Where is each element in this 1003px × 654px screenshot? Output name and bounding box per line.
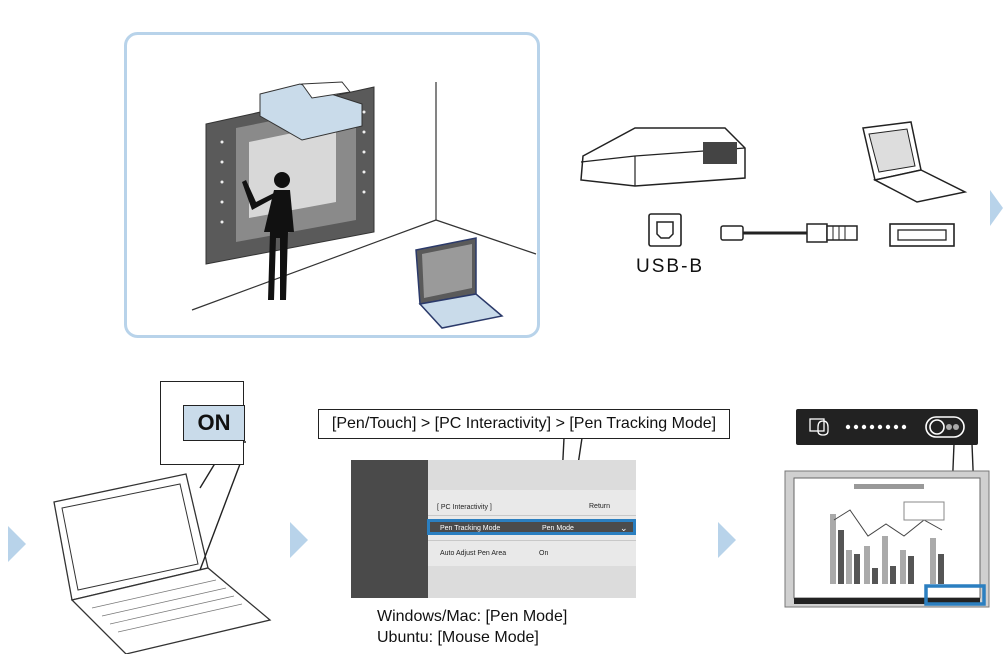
mode-notes: Windows/Mac: [Pen Mode] Ubuntu: [Mouse M… xyxy=(377,606,567,648)
projector-icon xyxy=(580,127,746,187)
menu-path-label: [Pen/Touch] > [PC Interactivity] > [Pen … xyxy=(318,409,730,439)
auto-adjust-pen-area-value: On xyxy=(539,550,549,557)
osd-sidebar xyxy=(351,460,428,598)
laptop-icon xyxy=(415,237,504,329)
dots-indicator xyxy=(845,424,907,430)
ubuntu-mode: Ubuntu: [Mouse Mode] xyxy=(377,629,539,646)
usb-cable-icon xyxy=(720,223,858,243)
chart-bars xyxy=(830,514,944,584)
power-on-badge: ON xyxy=(183,405,245,441)
ceiling-projector-icon xyxy=(259,81,363,141)
laptop-icon xyxy=(862,121,968,203)
toggle-icon xyxy=(925,416,965,438)
arrow-right-icon xyxy=(290,522,308,558)
chevron-down-icon: ⌄ xyxy=(620,523,628,533)
connection-diagram xyxy=(580,121,968,247)
pen-tracking-mode-row[interactable]: Pen Tracking Mode Pen Mode ⌄ xyxy=(427,519,636,535)
arrow-right-icon xyxy=(990,190,1003,226)
windows-mac-mode: Windows/Mac: [Pen Mode] xyxy=(377,608,568,625)
usb-a-port-icon xyxy=(889,223,955,247)
scene-panel xyxy=(124,32,540,338)
pen-tracking-mode-value: Pen Mode xyxy=(542,525,574,532)
presenter-silhouette xyxy=(242,172,294,300)
osd-header-bar xyxy=(428,460,636,490)
auto-adjust-pen-area-label[interactable]: Auto Adjust Pen Area xyxy=(440,550,507,557)
arrow-right-icon xyxy=(718,522,736,558)
usb-b-port-icon xyxy=(648,213,682,247)
osd-section-title: [ PC Interactivity ] xyxy=(437,504,492,511)
projected-screen-illustration xyxy=(784,470,990,608)
osd-menu: [ PC Interactivity ] Return Pen Tracking… xyxy=(351,460,636,598)
usb-b-label: USB-B xyxy=(636,256,705,277)
mouse-icon xyxy=(809,418,829,436)
osd-return-button[interactable]: Return xyxy=(589,503,611,510)
pen-tracking-mode-label: Pen Tracking Mode xyxy=(440,525,501,532)
status-bar-icons xyxy=(809,416,965,438)
laptop-power-illustration xyxy=(53,441,272,654)
arrow-right-icon xyxy=(8,526,26,562)
